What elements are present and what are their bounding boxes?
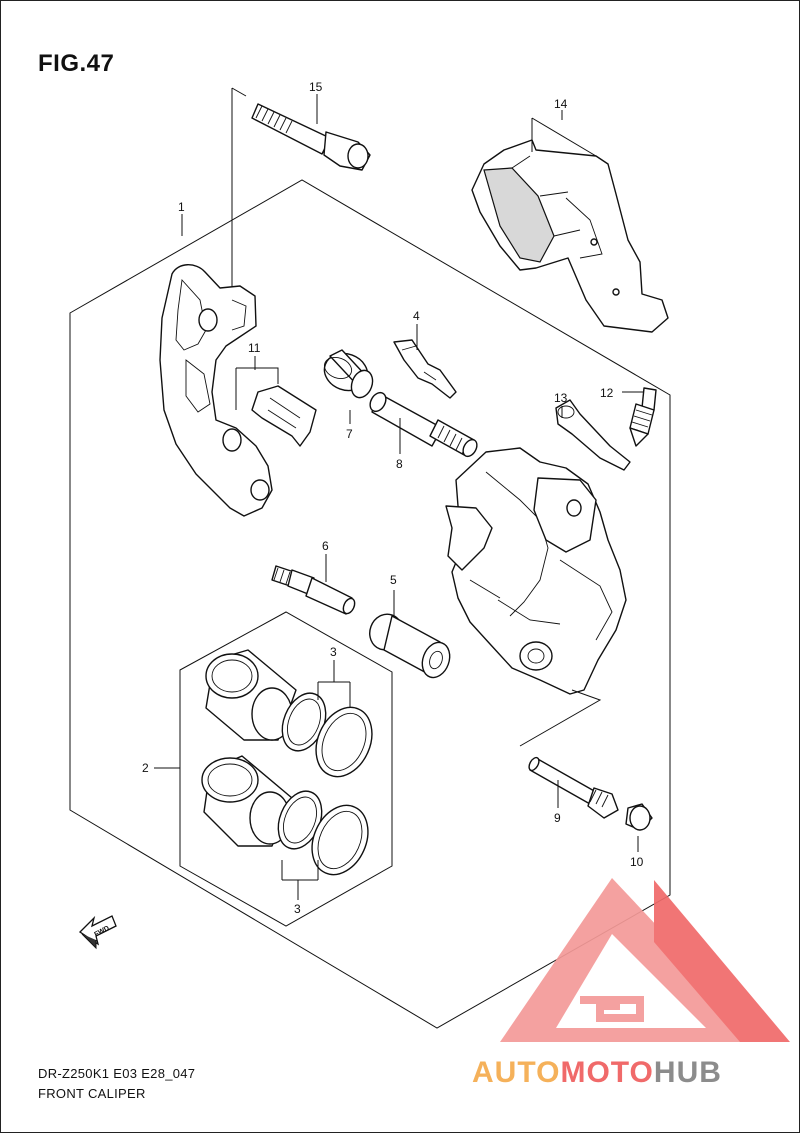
- boot-7: [323, 349, 374, 399]
- callout-14: 14: [554, 97, 568, 111]
- slide-pin-8: [369, 391, 478, 458]
- callout-5: 5: [390, 573, 397, 587]
- callout-8: 8: [396, 457, 403, 471]
- piston-group-outline: [179, 611, 393, 927]
- bleeder-screw-12: [629, 387, 657, 447]
- pad-clip-4: [393, 339, 457, 399]
- model-code: DR-Z250K1 E03 E28_047: [38, 1066, 196, 1081]
- callout-3-lower: 3: [294, 902, 301, 916]
- callout-9: 9: [554, 811, 561, 825]
- bolt-9: [528, 756, 619, 819]
- callout-13: 13: [554, 391, 568, 405]
- callout-3-upper: 3: [330, 645, 337, 659]
- bolt-15: [231, 87, 371, 330]
- plug-10: [625, 803, 653, 831]
- assembly-outline: [69, 179, 671, 1029]
- callout-4: 4: [413, 309, 420, 323]
- figure-title: FIG.47: [38, 50, 115, 77]
- watermark-auto: AUTO: [472, 1056, 560, 1089]
- callout-7: 7: [346, 427, 353, 441]
- callout-12: 12: [600, 386, 614, 400]
- fwd-arrow-icon: FWD: [78, 915, 117, 950]
- callout-11: 11: [248, 341, 261, 355]
- watermark-logo: [500, 878, 790, 1042]
- caliper-body: [445, 447, 627, 695]
- leader-lines: [154, 94, 644, 900]
- brake-pads-14: [471, 117, 669, 333]
- callout-2: 2: [142, 761, 149, 775]
- piston-seal-3-upper: [281, 692, 373, 778]
- caliper-bracket-1: [159, 264, 273, 517]
- callout-1: 1: [178, 200, 185, 214]
- callout-15: 15: [309, 80, 323, 94]
- callout-10: 10: [630, 855, 644, 869]
- piston-seal-3-lower: [277, 790, 369, 876]
- piston-2-lower: [201, 755, 293, 847]
- section-name: FRONT CALIPER: [38, 1086, 146, 1101]
- watermark-moto: MOTO: [560, 1056, 653, 1089]
- bleeder-cap-13: [555, 399, 631, 471]
- callout-6: 6: [322, 539, 329, 553]
- slide-boot-5: [369, 613, 451, 679]
- watermark-text: AUTOMOTOHUB: [472, 1056, 722, 1089]
- pad-spring-11: [235, 367, 317, 447]
- watermark-hub: HUB: [654, 1056, 722, 1089]
- slide-pin-6: [271, 565, 356, 615]
